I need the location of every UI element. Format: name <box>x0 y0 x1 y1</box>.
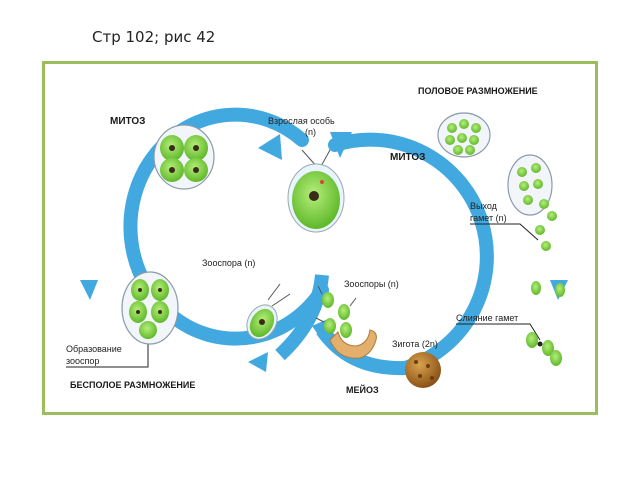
gametangium <box>437 112 491 158</box>
zoospore-formation-label: Образование <box>66 344 122 354</box>
gamete-fusion-label: Слияние гамет <box>456 313 518 323</box>
zygote-label: Зигота (2n) <box>392 339 438 349</box>
gamete-release <box>507 154 557 251</box>
adult-cell <box>287 149 345 233</box>
zygote-cell <box>405 352 441 388</box>
gametes-fusing <box>526 281 565 366</box>
mitosis-left-heading: МИТОЗ <box>110 116 145 127</box>
arrowhead-top-right <box>330 132 352 158</box>
adult-ploidy-label: (n) <box>305 127 316 137</box>
zoospore-cell <box>246 283 291 340</box>
meiosis-heading: МЕЙОЗ <box>346 384 379 395</box>
sexual-cycle-ring <box>316 132 494 376</box>
arrowhead-top-left <box>258 134 282 160</box>
arrowhead-bottom-left <box>248 352 268 372</box>
mitosis-sporangium-left <box>153 124 215 190</box>
adult-label: Взрослая особь <box>268 116 335 126</box>
leader-lines <box>66 223 541 368</box>
sexual-reproduction-heading: ПОЛОВОЕ РАЗМНОЖЕНИЕ <box>418 86 538 96</box>
meiosis-shell <box>329 329 377 359</box>
gamete-exit-label-2: гамет (n) <box>470 213 507 223</box>
page-caption: Стр 102; рис 42 <box>92 28 216 46</box>
zoospore-label: Зооспора (n) <box>202 258 255 268</box>
asexual-reproduction-heading: БЕСПОЛОЕ РАЗМНОЖЕНИЕ <box>70 380 195 390</box>
mitosis-right-heading: МИТОЗ <box>390 152 425 163</box>
zoospore-sporangium <box>121 271 179 345</box>
gamete-exit-label: Выход <box>470 201 498 211</box>
arrowhead-left <box>80 280 98 300</box>
zoospores-label: Зооспоры (n) <box>344 279 399 289</box>
zoospore-formation-label-2: зооспор <box>66 356 99 366</box>
zoospores-group <box>315 285 357 338</box>
